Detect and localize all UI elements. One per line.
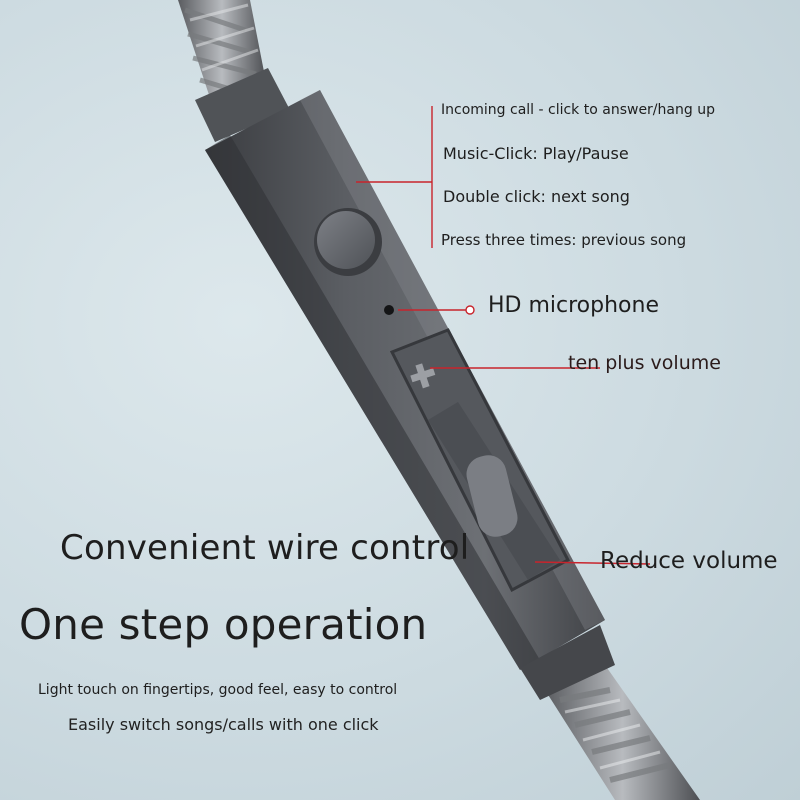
top-collar (195, 68, 290, 142)
callout-microphone-text: HD microphone (488, 293, 659, 318)
headline-line1: Convenient wire control (60, 528, 470, 568)
bottom-collar (520, 625, 615, 700)
callout-play-pause-text: Music-Click: Play/Pause (443, 144, 629, 163)
braided-cable-bottom (545, 665, 700, 800)
headline-line2: One step operation (19, 600, 428, 649)
plus-icon (410, 363, 436, 389)
callout-lines (356, 106, 651, 565)
callout-next-song-text: Double click: next song (443, 187, 630, 206)
multifunction-button[interactable] (314, 208, 382, 276)
volume-rocker[interactable] (389, 328, 571, 593)
tagline-2: Easily switch songs/calls with one click (68, 715, 379, 734)
callout-volume-down-text: Reduce volume (600, 548, 778, 574)
callout-previous-song-text: Press three times: previous song (441, 231, 687, 249)
callout-call-text: Incoming call - click to answer/hang up (441, 102, 715, 118)
braided-cable-top (178, 0, 266, 98)
microphone-hole (384, 305, 394, 315)
callout-volume-up-text: ten plus volume (568, 352, 721, 374)
tagline-1: Light touch on fingertips, good feel, ea… (38, 682, 398, 698)
